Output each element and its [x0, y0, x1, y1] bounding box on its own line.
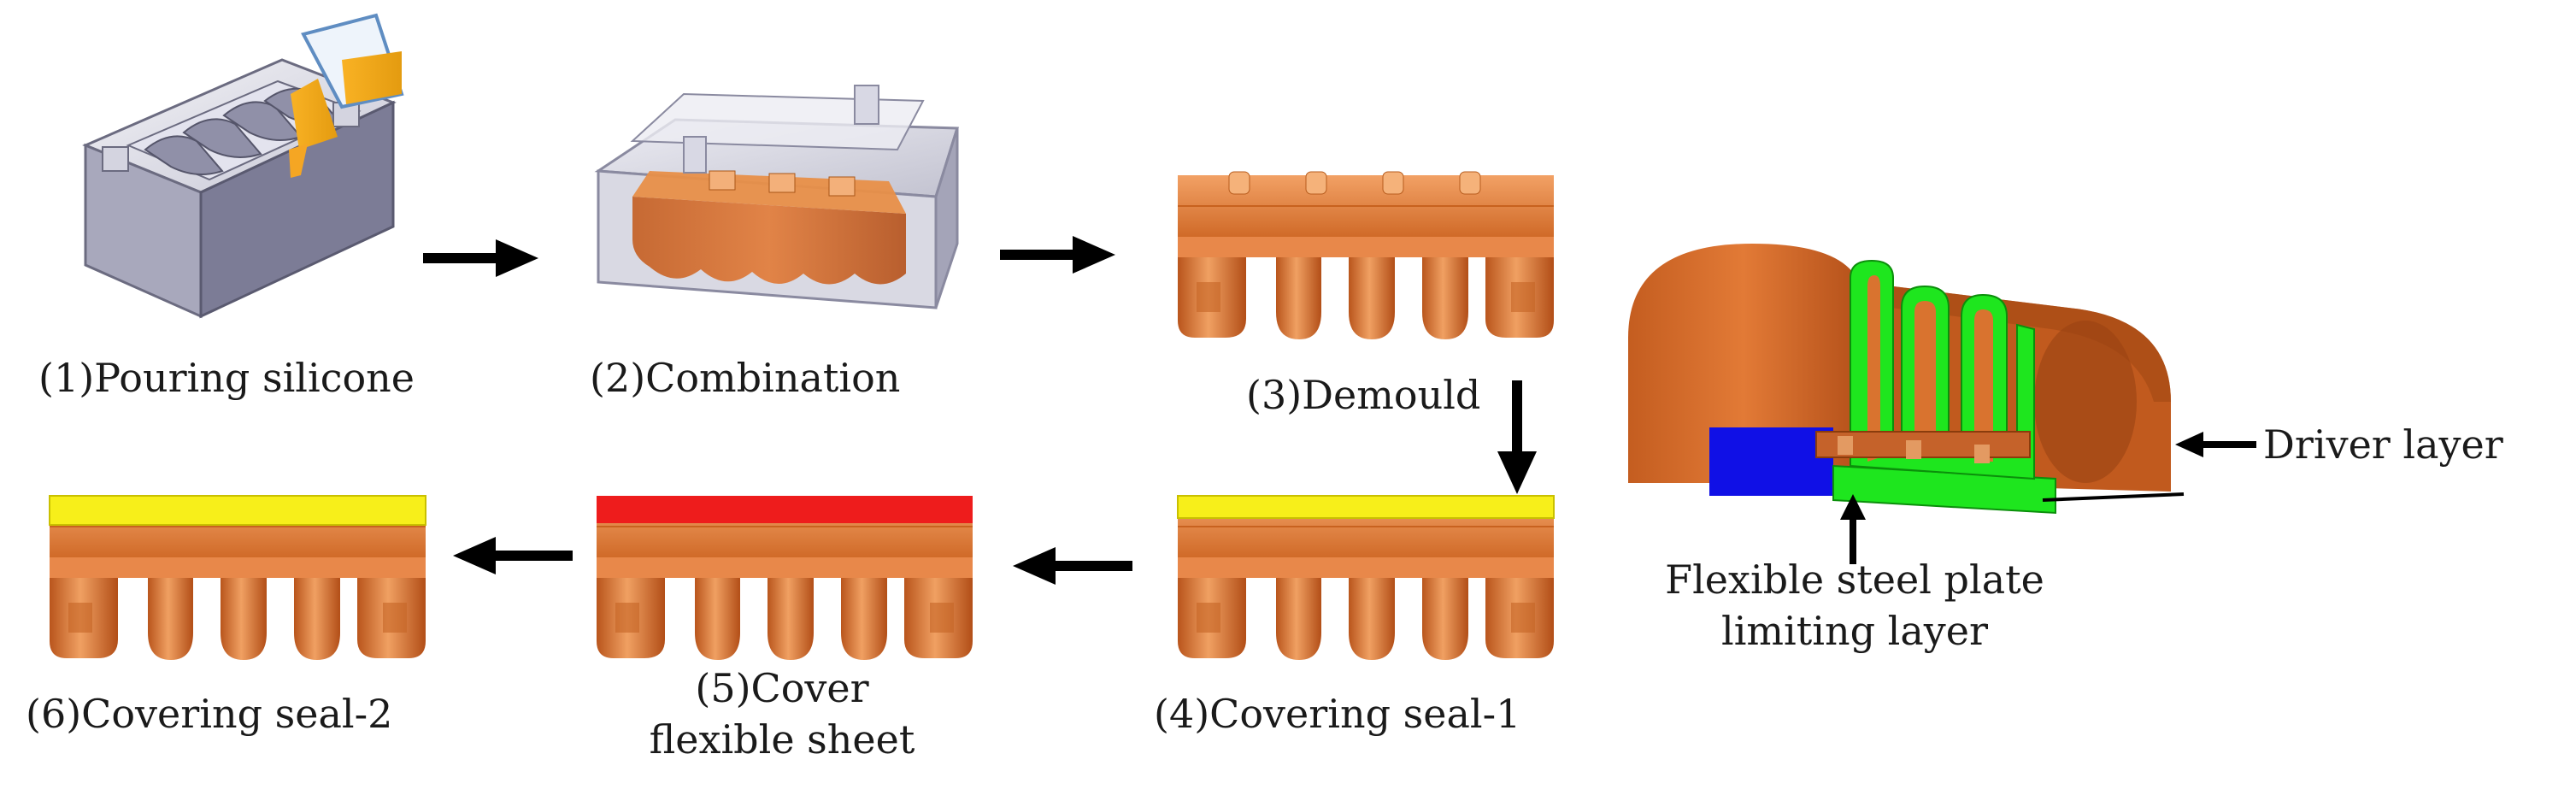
- demoulded-actuator: [1177, 171, 1555, 340]
- limiting-layer-label-line-1: Flexible steel plate: [1665, 557, 2044, 603]
- pouring-cup-icon: [289, 13, 404, 178]
- right-arrow-icon: [1000, 236, 1115, 274]
- right-arrow-icon: [423, 239, 538, 277]
- closed-mold-illustration: [594, 85, 960, 309]
- step-5-label-line-2: flexible sheet: [649, 716, 915, 763]
- open-mold-illustration: [82, 58, 397, 319]
- step-5-label: (5)Cover flexible sheet: [603, 663, 962, 765]
- seal-1-actuator: [1177, 495, 1555, 661]
- up-arrow-icon: [1840, 494, 1866, 564]
- step-5-label-line-1: (5)Cover: [695, 665, 869, 711]
- step-6-label: (6)Covering seal-2: [26, 691, 393, 737]
- limiting-layer-label: Flexible steel plate limiting layer: [1598, 554, 2111, 657]
- actuator-cross-section: [1628, 244, 2185, 515]
- step-3-label: (3)Demould: [1246, 372, 1481, 418]
- step-1-label: (1)Pouring silicone: [38, 355, 415, 401]
- left-arrow-icon: [2175, 432, 2256, 457]
- step-4-label: (4)Covering seal-1: [1154, 691, 1521, 737]
- flexible-sheet-actuator: [596, 495, 973, 661]
- left-arrow-icon: [453, 537, 573, 574]
- left-arrow-icon: [1013, 547, 1132, 585]
- down-arrow-icon: [1497, 380, 1537, 494]
- driver-layer-label: Driver layer: [2263, 421, 2503, 468]
- seal-2-actuator: [49, 495, 426, 661]
- limiting-layer-label-line-2: limiting layer: [1721, 608, 1988, 654]
- step-2-label: (2)Combination: [590, 355, 901, 401]
